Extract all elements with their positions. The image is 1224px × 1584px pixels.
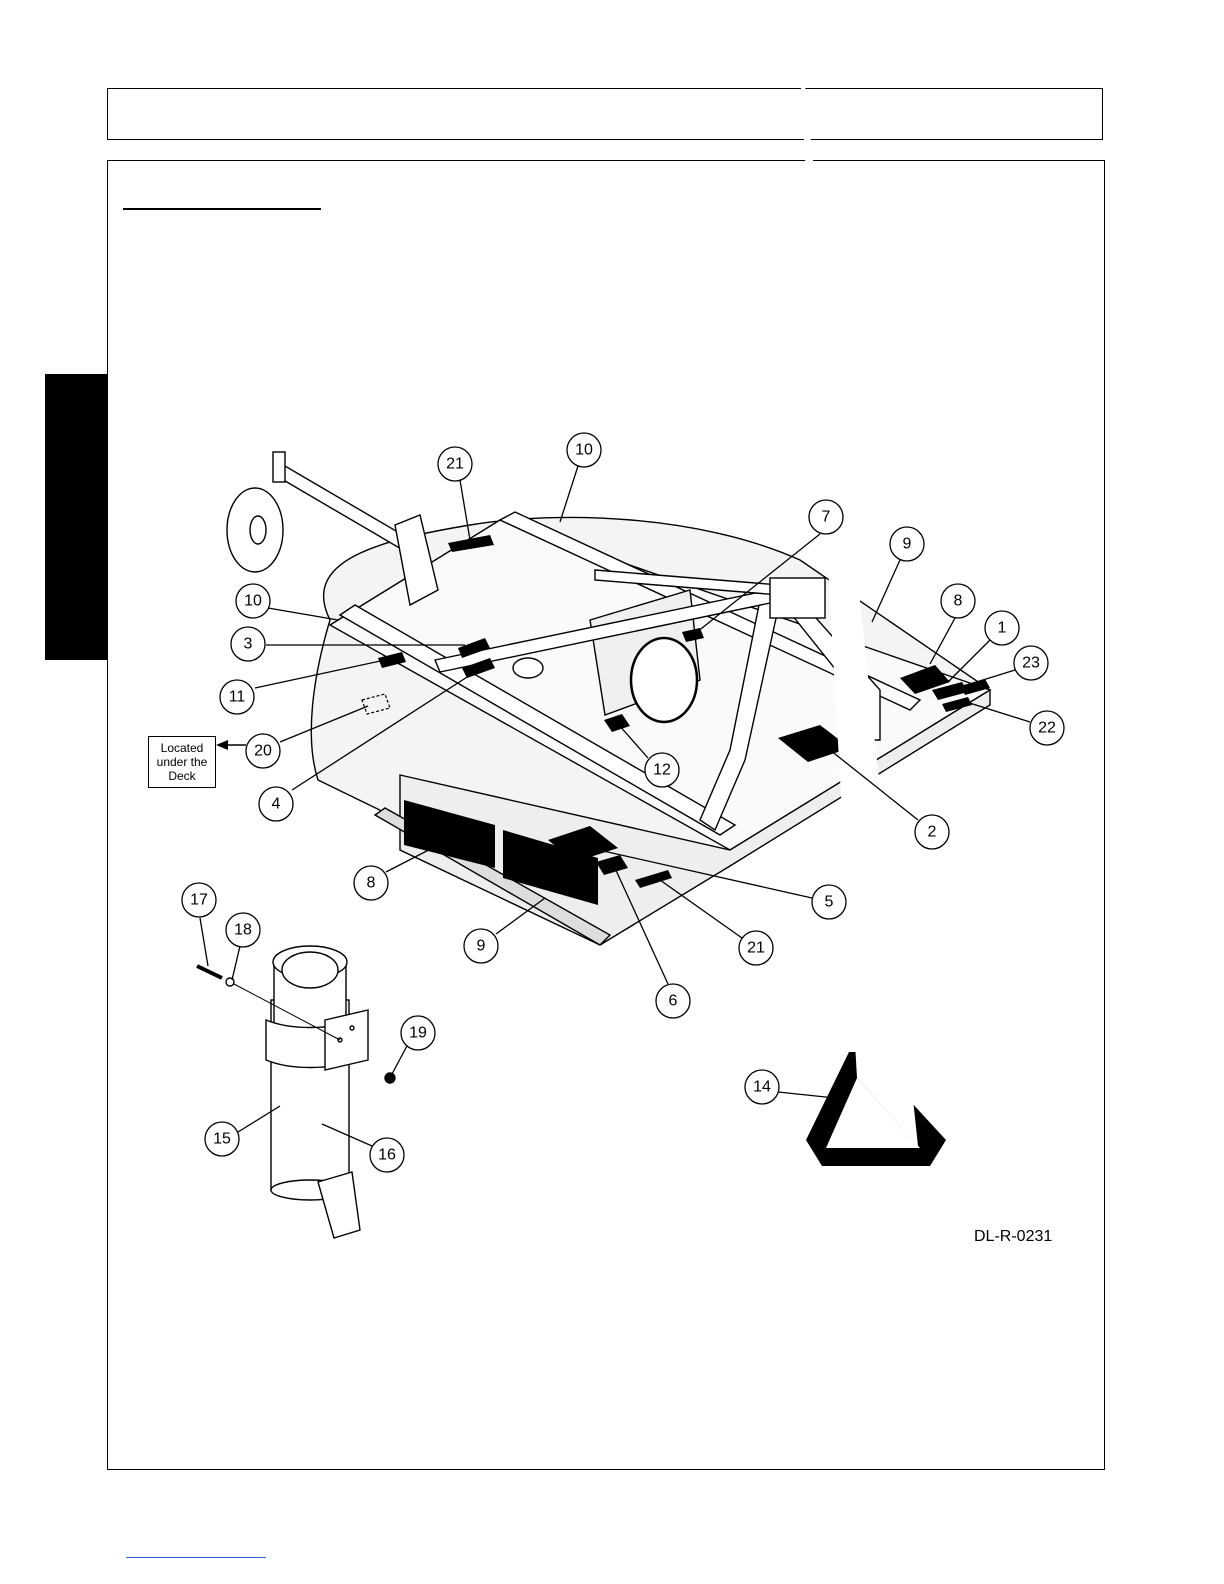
mast-top [770,578,825,618]
footer-link-line [126,1557,266,1558]
leader-9a [872,560,900,622]
callout-8-right: 8 [941,584,975,618]
leader-18 [232,946,240,980]
svg-text:4: 4 [272,796,281,813]
leader-17 [200,918,208,966]
svg-text:20: 20 [254,743,272,760]
callout-20: 20 [246,734,280,768]
drawing-id: DL-R-0231 [974,1228,1052,1246]
callout-19: 19 [401,1016,435,1050]
svg-text:9: 9 [903,536,912,553]
deck-opening [513,658,543,678]
note-arrow-head [216,740,228,750]
nut [385,1073,395,1083]
callout-22: 22 [1030,711,1064,745]
svg-text:12: 12 [653,762,671,779]
note-box: Located under the Deck [148,736,216,788]
bracket-hole-1 [350,1026,354,1030]
callout-2: 2 [915,815,949,849]
svg-text:8: 8 [954,593,963,610]
callout-6: 6 [656,984,690,1018]
svg-text:11: 11 [229,689,246,706]
callout-15: 15 [205,1122,239,1156]
callout-10-left: 10 [236,584,270,618]
callout-14: 14 [745,1070,779,1104]
callout-16: 16 [370,1138,404,1172]
callout-9-right: 9 [890,527,924,561]
svg-text:5: 5 [825,894,834,911]
callout-23: 23 [1014,646,1048,680]
leader-19 [392,1044,408,1074]
svg-text:15: 15 [213,1131,231,1148]
leader-10a [560,466,578,522]
svg-text:7: 7 [822,509,831,526]
svg-text:14: 14 [753,1079,771,1096]
svg-text:10: 10 [575,442,593,459]
svg-text:22: 22 [1038,720,1056,737]
callout-8-front: 8 [354,866,388,900]
svg-text:21: 21 [747,940,765,957]
svg-text:6: 6 [669,993,678,1010]
callout-21-top: 21 [438,447,472,481]
bolt [197,966,222,978]
leader-21b [660,880,742,938]
svg-text:17: 17 [190,892,208,909]
callout-12: 12 [645,753,679,787]
callout-18: 18 [226,913,260,947]
svg-text:2: 2 [928,824,937,841]
callout-9-front: 9 [464,929,498,963]
leader-14 [778,1092,835,1098]
svg-text:23: 23 [1022,655,1040,672]
driveline-guard [197,946,395,1238]
svg-text:3: 3 [244,636,253,653]
guard-bracket [325,1010,368,1070]
svg-text:9: 9 [477,938,486,955]
note-arrow [216,740,246,750]
svg-text:19: 19 [409,1025,427,1042]
svg-text:1: 1 [998,620,1007,637]
leader-23 [970,670,1015,684]
svg-text:16: 16 [378,1147,396,1164]
callout-11: 11 [220,680,254,714]
tail-wheel-post [273,452,285,482]
callout-4: 4 [259,787,293,821]
callout-1: 1 [985,611,1019,645]
svg-text:10: 10 [244,593,262,610]
guard-bracket-lower [318,1172,360,1238]
tail-wheel-hub [250,516,266,544]
callout-17: 17 [182,883,216,917]
svg-text:18: 18 [234,922,252,939]
note-line-2: under the [157,755,208,769]
guard-top-inner [282,952,338,988]
callout-3: 3 [231,627,265,661]
callout-5: 5 [812,885,846,919]
gearbox-cover [631,638,697,722]
svg-text:8: 8 [367,875,376,892]
callout-21-front: 21 [739,931,773,965]
callout-10-top: 10 [567,433,601,467]
callout-7: 7 [809,500,843,534]
svg-text:21: 21 [446,456,464,473]
note-line-3: Deck [168,769,195,783]
note-line-1: Located [161,741,204,755]
